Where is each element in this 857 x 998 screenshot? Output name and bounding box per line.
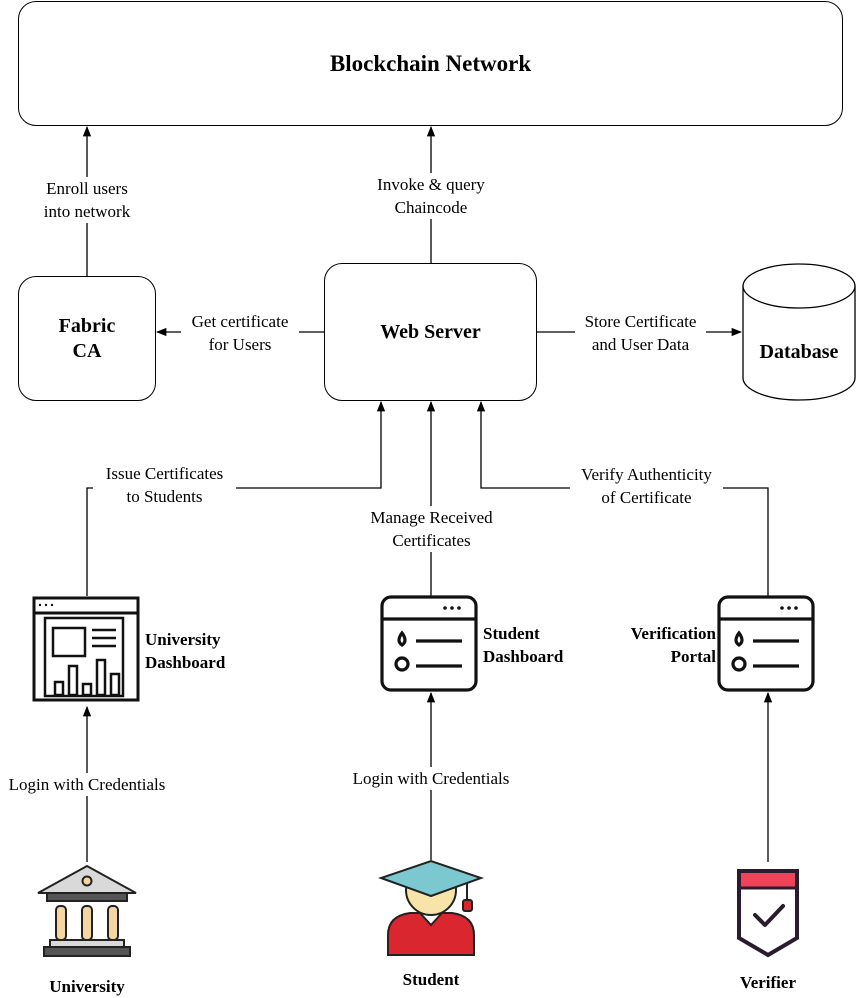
web-server-node[interactable]: Web Server bbox=[324, 263, 537, 401]
edge-label-manage-line2: Certificates bbox=[392, 531, 471, 550]
fabric-ca-node[interactable]: Fabric CA bbox=[18, 276, 156, 401]
verified-shield-icon bbox=[737, 869, 799, 958]
university-actor-label: University bbox=[49, 977, 125, 996]
university-dashboard-line1: University bbox=[145, 630, 221, 649]
edge-label-invoke-line1: Invoke & query bbox=[377, 175, 485, 194]
edge-label-issue-line2: to Students bbox=[126, 487, 203, 506]
edge-label-store-line2: and User Data bbox=[591, 335, 690, 354]
database-node-label: Database bbox=[759, 341, 839, 363]
verification-portal-line2: Portal bbox=[670, 647, 716, 666]
edge-label-manage-line1: Manage Received bbox=[370, 508, 493, 527]
edge-label-login-student: Login with Credentials bbox=[342, 767, 520, 790]
verification-portal-label: Verification Portal bbox=[606, 622, 716, 668]
fabric-ca-line2: CA bbox=[72, 339, 102, 362]
student-dashboard-line2: Dashboard bbox=[483, 647, 564, 666]
edge-label-verify-line2: of Certificate bbox=[601, 488, 692, 507]
verification-portal-line1: Verification bbox=[630, 624, 716, 643]
edge-label-store-line1: Store Certificate bbox=[584, 312, 697, 331]
edge-label-get-cert: Get certificate for Users bbox=[181, 310, 299, 356]
dashboard-chart-icon bbox=[32, 596, 140, 702]
blockchain-network-node[interactable]: Blockchain Network bbox=[18, 1, 843, 126]
student-dashboard-line1: Student bbox=[483, 624, 540, 643]
edge-label-issue-line1: Issue Certificates bbox=[105, 464, 224, 483]
edge-label-enroll: Enroll users into network bbox=[30, 177, 144, 223]
student-actor-label: Student bbox=[402, 970, 460, 989]
edge-label-get-cert-line2: for Users bbox=[208, 335, 272, 354]
student-dashboard-label: Student Dashboard bbox=[483, 622, 563, 668]
edge-label-enroll-line1: Enroll users bbox=[46, 179, 128, 198]
edge-label-manage: Manage Received Certificates bbox=[359, 506, 504, 552]
blockchain-network-title: Blockchain Network bbox=[329, 50, 532, 76]
browser-list-icon bbox=[380, 595, 478, 692]
web-server-title: Web Server bbox=[380, 320, 481, 343]
edge-label-login-university: Login with Credentials bbox=[0, 773, 174, 796]
edge-label-verify: Verify Authenticity of Certificate bbox=[570, 463, 723, 509]
edge-label-verify-line1: Verify Authenticity bbox=[581, 465, 712, 484]
browser-list-icon bbox=[717, 595, 815, 692]
university-building-icon bbox=[37, 864, 137, 957]
university-dashboard-line2: Dashboard bbox=[145, 653, 226, 672]
edge-label-get-cert-line1: Get certificate bbox=[191, 312, 289, 331]
fabric-ca-line1: Fabric bbox=[58, 314, 116, 337]
edge-label-invoke-line2: Chaincode bbox=[394, 198, 468, 217]
edge-label-invoke: Invoke & query Chaincode bbox=[366, 173, 496, 219]
verifier-actor-label: Verifier bbox=[739, 973, 796, 992]
university-dashboard-label: University Dashboard bbox=[145, 628, 225, 674]
edge-label-enroll-line2: into network bbox=[43, 202, 131, 221]
edge-label-issue: Issue Certificates to Students bbox=[93, 462, 236, 508]
graduate-student-icon bbox=[377, 859, 485, 956]
database-cylinder bbox=[742, 263, 856, 401]
edge-label-store: Store Certificate and User Data bbox=[575, 310, 706, 356]
